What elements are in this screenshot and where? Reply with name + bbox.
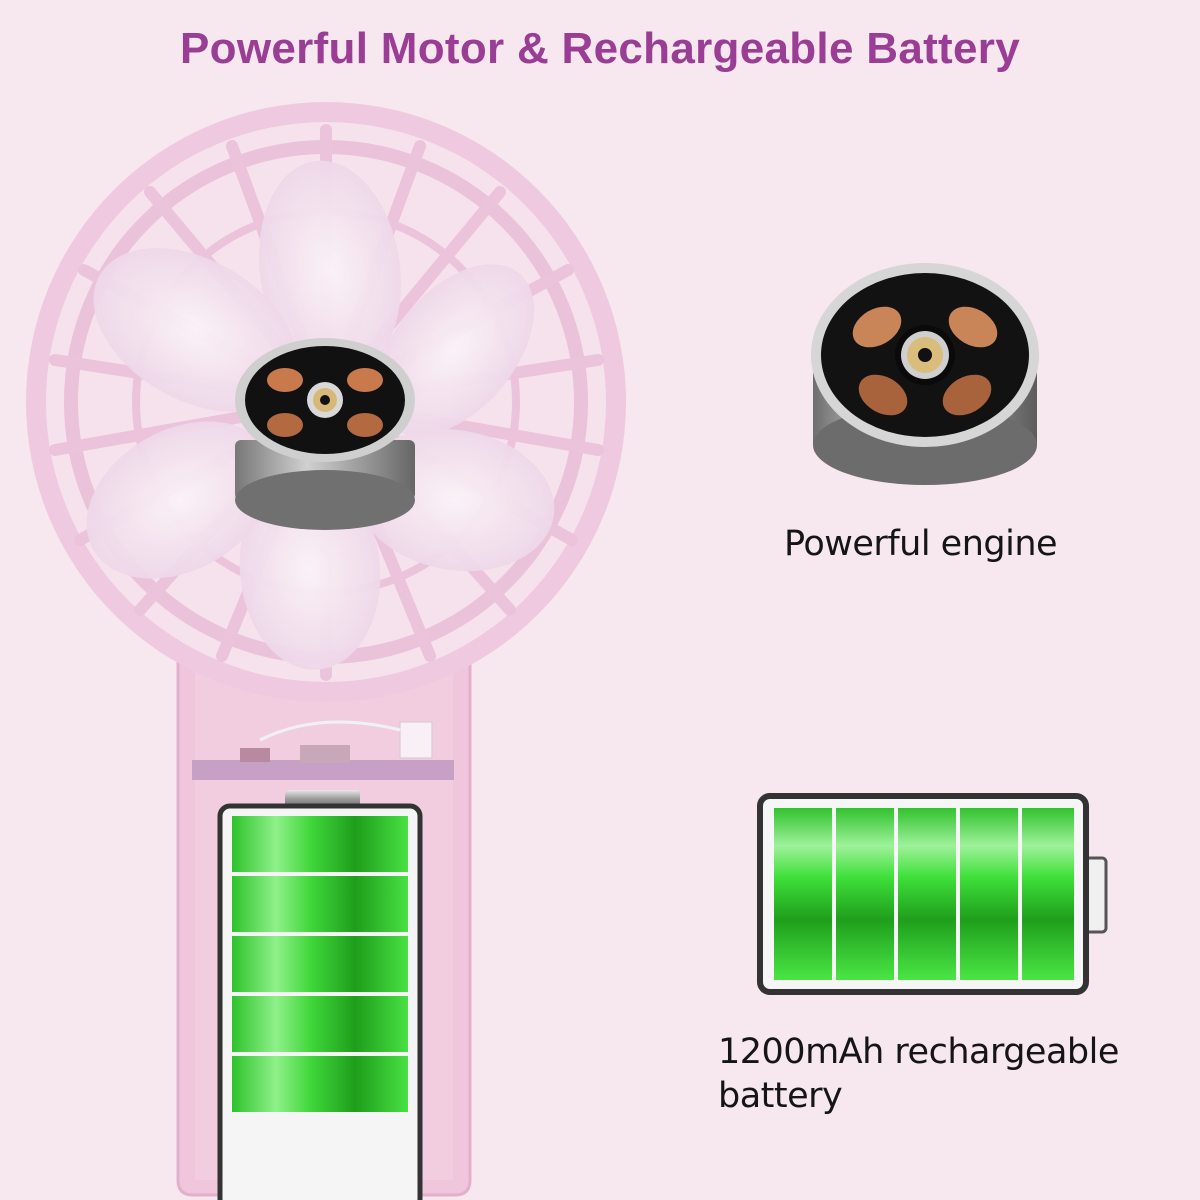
- engine-label: Powerful engine: [784, 524, 1058, 564]
- battery-icon: [757, 793, 1108, 995]
- motor-icon: [811, 263, 1039, 485]
- page-title: Powerful Motor & Rechargeable Battery: [180, 24, 1020, 73]
- circuit-board: [192, 720, 454, 780]
- battery-label: 1200mAh rechargeable battery: [718, 1032, 1119, 1116]
- handheld-fan-illustration: [26, 102, 626, 1200]
- vertical-battery: [217, 790, 423, 1200]
- fan-motor: [235, 338, 415, 530]
